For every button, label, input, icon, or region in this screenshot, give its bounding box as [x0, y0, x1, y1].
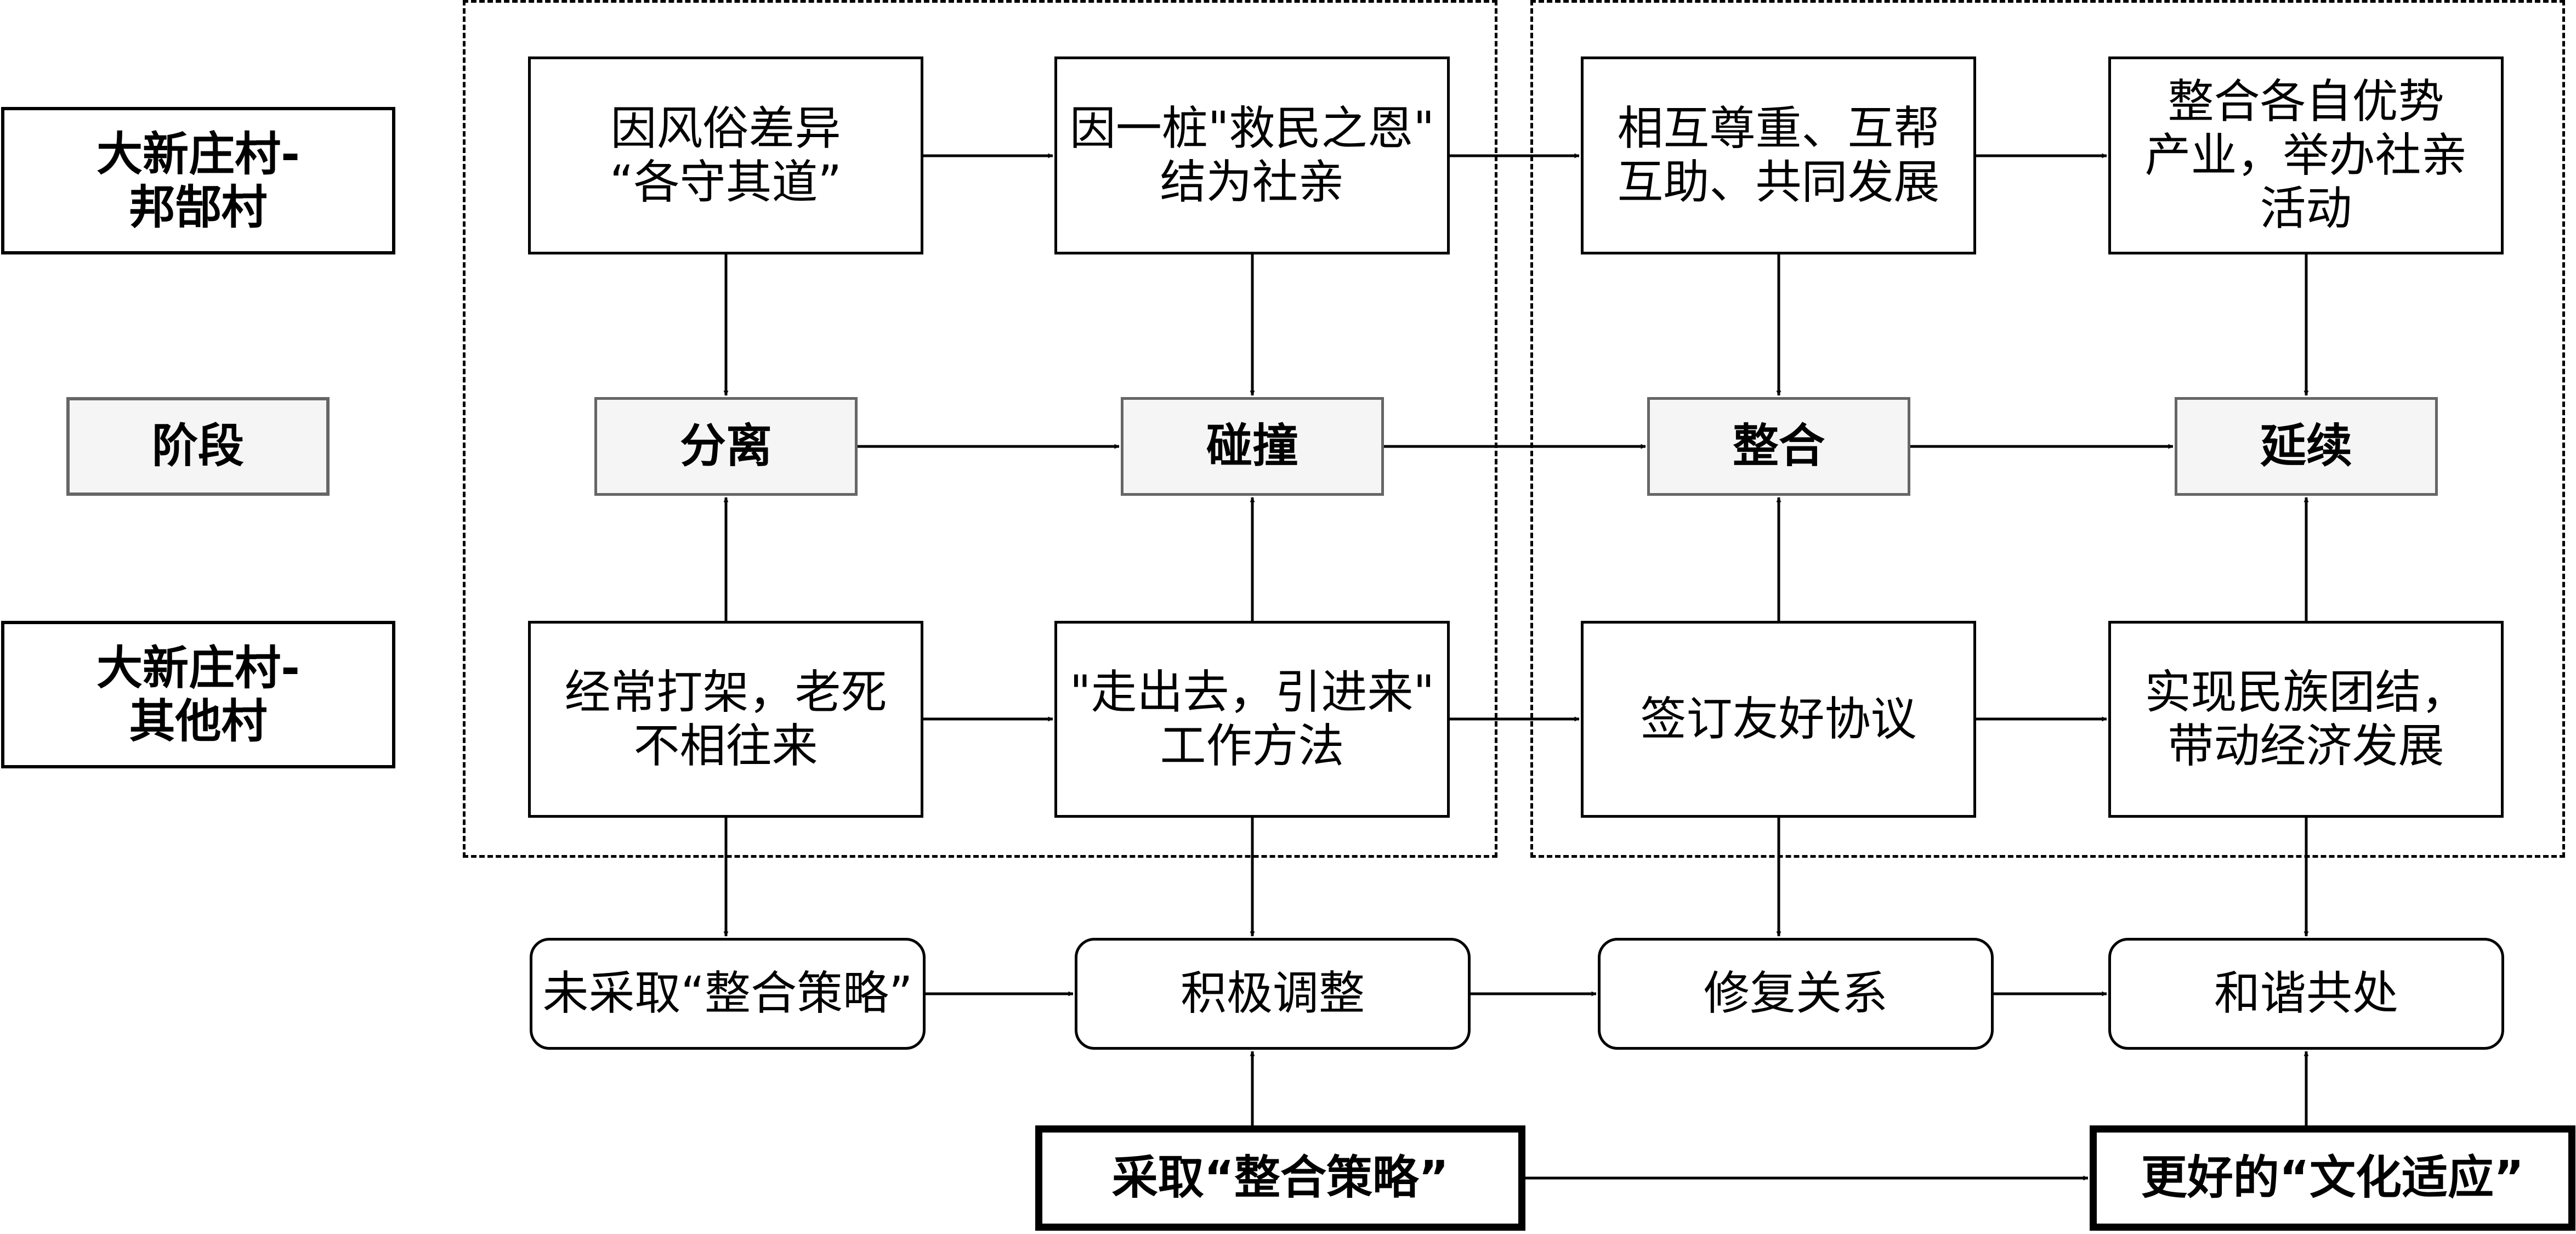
- bottom-node-ethnic-unity: 实现民族团结， 带动经济发展: [2108, 621, 2504, 818]
- outcome-repair-relationship: 修复关系: [1598, 938, 1994, 1050]
- bottom-node-frequent-fights: 经常打架，老死 不相往来: [528, 621, 923, 818]
- top-node-mutual-respect: 相互尊重、互帮 互助、共同发展: [1581, 56, 1976, 254]
- dashed-group-right: [1530, 0, 2565, 858]
- row-label-dxz-bgc: 大新庄村- 邦郜村: [1, 107, 395, 254]
- top-node-integrated-industries: 整合各自优势 产业，举办社亲 活动: [2108, 56, 2504, 254]
- bottom-node-go-out-bring-in: "走出去，引进来" 工作方法: [1054, 621, 1450, 818]
- cultural-adaptation-box: 更好的“文化适应”: [2090, 1125, 2575, 1231]
- bottom-node-friendship-agreement: 签订友好协议: [1581, 621, 1976, 818]
- integration-strategy-box: 采取“整合策略”: [1035, 1125, 1525, 1231]
- stage-collision: 碰撞: [1121, 397, 1384, 496]
- outcome-active-adjustment: 积极调整: [1075, 938, 1471, 1050]
- stage-separation: 分离: [594, 397, 858, 496]
- top-node-custom-differences: 因风俗差异 “各守其道”: [528, 56, 923, 254]
- dashed-group-left: [463, 0, 1497, 858]
- stage-row-label: 阶段: [66, 397, 330, 496]
- stage-integration: 整合: [1647, 397, 1910, 496]
- stage-continuation: 延续: [2175, 397, 2438, 496]
- row-label-dxz-other-villages: 大新庄村- 其他村: [1, 621, 395, 768]
- top-node-rescue-kinship: 因一桩"救民之恩" 结为社亲: [1054, 56, 1450, 254]
- outcome-no-integration-strategy: 未采取“整合策略”: [530, 938, 926, 1050]
- outcome-harmonious-coexistence: 和谐共处: [2108, 938, 2504, 1050]
